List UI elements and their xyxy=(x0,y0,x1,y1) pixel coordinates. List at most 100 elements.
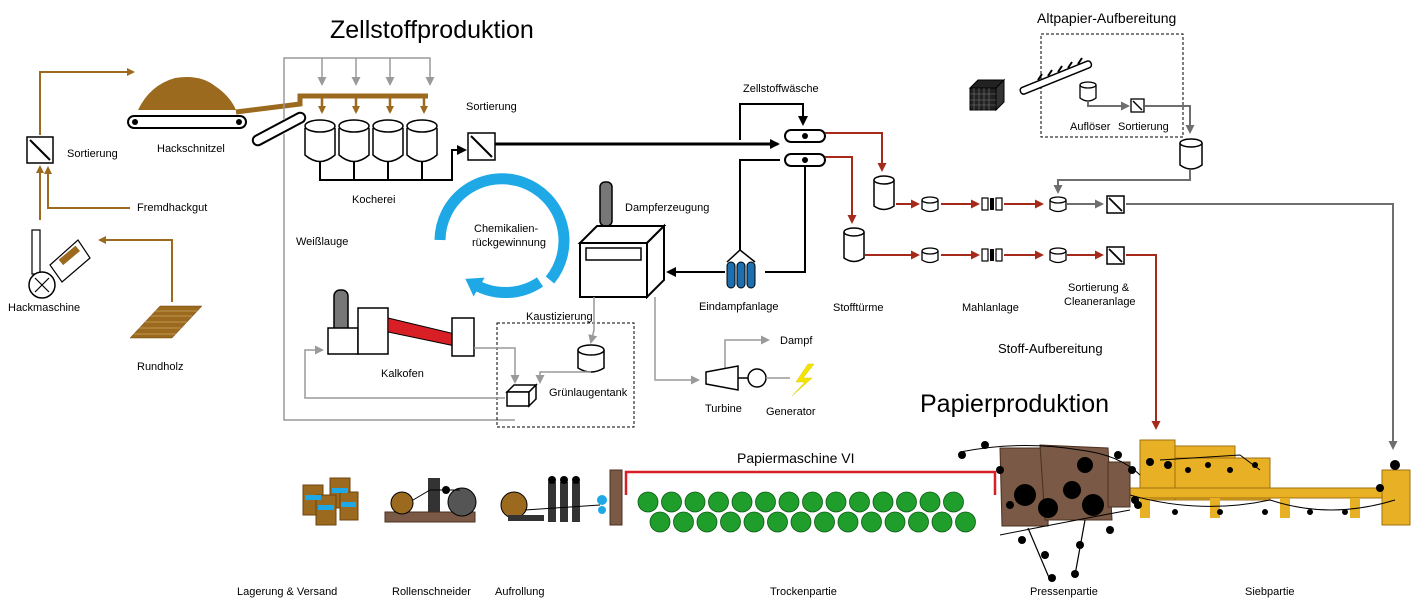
hackmaschine-icon xyxy=(28,229,91,299)
small-tank-icons xyxy=(921,196,1067,264)
label-stofftuerme: Stofftürme xyxy=(833,302,884,314)
title-papierproduktion: Papierproduktion xyxy=(920,390,1109,418)
dryer-cylinder-top xyxy=(637,491,659,513)
dryer-cylinder-top xyxy=(708,491,729,513)
dryer-cylinder-bottom xyxy=(931,511,953,533)
label-zellstoffwaesche: Zellstoffwäsche xyxy=(743,83,819,95)
pressenpartie-rolls xyxy=(958,441,1142,582)
dryer-cylinder-bottom xyxy=(814,511,835,533)
altpapier-tank-icon xyxy=(1179,138,1203,170)
label-sortierung-left: Sortierung xyxy=(67,148,118,160)
altpapier-box xyxy=(1040,33,1184,138)
aufrollung-machine xyxy=(500,469,623,526)
mahlanlage-icons xyxy=(981,197,1003,262)
dryer-cylinder-bottom xyxy=(955,511,976,533)
altpapier-conveyor-icon xyxy=(1019,57,1093,95)
label-dampf: Dampf xyxy=(780,335,813,347)
title-altpapier: Altpapier-Aufbereitung xyxy=(1037,10,1176,26)
label-kocherei: Kocherei xyxy=(352,194,395,206)
dryer-cylinder-top xyxy=(755,491,776,513)
dryer-cylinder-top xyxy=(896,491,917,513)
chemikalien-cycle-icon xyxy=(434,173,570,299)
dryer-cylinder-bottom xyxy=(743,511,765,533)
label-aufrollung: Aufrollung xyxy=(495,586,545,598)
chip-feed-arrows xyxy=(318,96,428,114)
label-gruenlaugentank: Grünlaugentank xyxy=(549,387,628,399)
label-sortierung-alt: Sortierung xyxy=(1118,121,1169,133)
label-generator: Generator xyxy=(766,406,816,418)
dryer-cylinder-top xyxy=(661,491,682,513)
label-hackschnitzel: Hackschnitzel xyxy=(157,143,225,155)
label-dampferzeugung: Dampferzeugung xyxy=(625,202,709,214)
label-chemikalien-1: Chemikalien- xyxy=(474,223,539,235)
dryer-cylinder-top xyxy=(872,491,894,513)
dryer-cylinders xyxy=(637,491,976,533)
dryer-cylinder-top xyxy=(825,491,847,513)
label-sortierung-top: Sortierung xyxy=(466,101,517,113)
altpapier-bale-icon xyxy=(968,78,1006,112)
dryer-cylinder-bottom xyxy=(908,511,929,533)
zellstoffwaesche-icon xyxy=(739,103,826,273)
gray-liquor-lines xyxy=(304,297,770,399)
incline-conveyor xyxy=(251,111,307,147)
dryer-cylinder-top xyxy=(943,491,964,513)
label-chemikalien-2: rückgewinnung xyxy=(472,237,546,249)
label-trockenpartie: Trockenpartie xyxy=(770,586,837,598)
dryer-cylinder-bottom xyxy=(861,511,882,533)
chip-feed-line xyxy=(235,93,428,115)
pulp-red-flow xyxy=(825,132,1161,430)
dryer-cylinder-bottom xyxy=(884,511,906,533)
turbine-icon xyxy=(705,365,790,391)
sortierung-alt-box xyxy=(1130,98,1145,113)
label-eindampfanlage: Eindampfanlage xyxy=(699,301,779,313)
sortierung-top-box xyxy=(467,132,496,161)
dryer-cylinder-top xyxy=(802,491,823,513)
dryer-cylinder-bottom xyxy=(696,511,718,533)
label-rundholz: Rundholz xyxy=(137,361,183,373)
kaustizier-box-icon xyxy=(505,383,538,408)
altpapier-gray-flow xyxy=(1053,101,1398,450)
sortierung-cleaner-boxes xyxy=(1106,195,1125,265)
siebpartie-machine xyxy=(1129,439,1411,526)
dryer-cylinder-bottom xyxy=(767,511,788,533)
dryer-cylinder-bottom xyxy=(673,511,694,533)
label-hackmaschine: Hackmaschine xyxy=(8,302,80,314)
dryer-cylinder-top xyxy=(731,491,753,513)
dryer-cylinder-top xyxy=(778,491,800,513)
eindampfanlage-icon xyxy=(726,249,756,289)
stofftuerme-icons xyxy=(843,175,895,263)
label-aufloeser: Auflöser xyxy=(1070,121,1111,133)
rundholz-icon xyxy=(129,305,203,339)
trockenpartie-hood xyxy=(624,470,997,495)
generator-lightning-icon xyxy=(791,363,815,397)
label-turbine: Turbine xyxy=(705,403,742,415)
title-papiermaschine: Papiermaschine VI xyxy=(737,450,855,466)
kalkofen-icon xyxy=(327,289,475,357)
dryer-cylinder-bottom xyxy=(649,511,671,533)
title-zellstoffproduktion: Zellstoffproduktion xyxy=(330,16,534,44)
kaustizierung-box xyxy=(496,322,635,428)
sortierung-left-box xyxy=(26,136,54,164)
title-stoff-aufbereitung: Stoff-Aufbereitung xyxy=(998,341,1103,356)
label-sortierung-cleaner-2: Cleaneranlage xyxy=(1064,296,1136,308)
gray-feed-kocher xyxy=(283,57,515,421)
label-rollenschneider: Rollenschneider xyxy=(392,586,471,598)
label-siebpartie: Siebpartie xyxy=(1245,586,1295,598)
label-kalkofen: Kalkofen xyxy=(381,368,424,380)
dryer-cylinder-bottom xyxy=(720,511,741,533)
label-weisslauge: Weißlauge xyxy=(296,236,348,248)
label-sortierung-cleaner-1: Sortierung & xyxy=(1068,282,1130,294)
gruenlaugentank-icon xyxy=(577,344,605,373)
label-fremdhackgut: Fremdhackgut xyxy=(137,202,207,214)
siebpartie-rolls xyxy=(1131,458,1400,515)
hackschnitzel-pile xyxy=(127,77,247,129)
label-pressenpartie: Pressenpartie xyxy=(1030,586,1098,598)
lagerung-rolls xyxy=(302,477,359,526)
dryer-cylinder-top xyxy=(849,491,870,513)
rollenschneider-machine xyxy=(384,478,477,523)
kocher-outlet xyxy=(319,145,467,181)
label-kaustizierung: Kaustizierung xyxy=(526,311,593,323)
dryer-cylinder-bottom xyxy=(837,511,859,533)
